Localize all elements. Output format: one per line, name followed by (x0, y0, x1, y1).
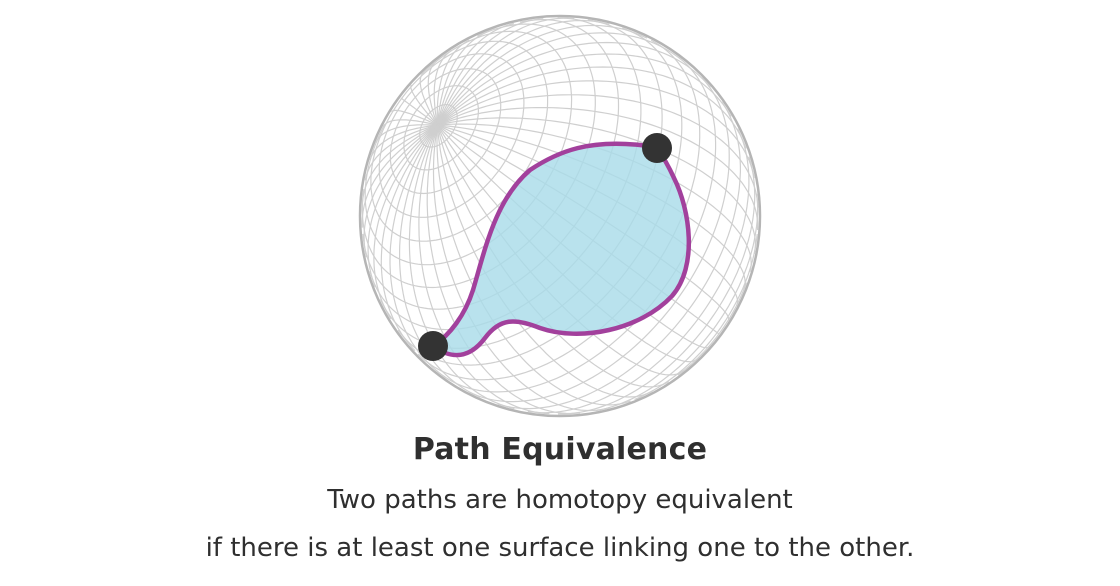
sphere-grid-line (437, 80, 755, 179)
path-b (430, 145, 691, 358)
sphere-grid-line (361, 189, 391, 276)
sphere-grid-line (408, 124, 515, 410)
sphere-grid-line (437, 53, 732, 126)
sphere-grid-line (437, 19, 610, 126)
sphere-grid-line (419, 72, 439, 126)
linking-surface (433, 143, 689, 356)
sphere-grid-line (410, 84, 439, 126)
sphere-grid-line (437, 30, 490, 126)
sphere-grid-line (436, 125, 631, 406)
path-start-endpoint (418, 331, 448, 361)
path-end-endpoint (642, 133, 672, 163)
sphere-grid-line (427, 60, 439, 126)
sphere-grid-line (367, 124, 438, 288)
sphere-grid-line (437, 32, 682, 126)
sphere-grid-line (437, 125, 653, 398)
sphere-outline (358, 14, 762, 418)
sphere-grid-line (380, 124, 439, 352)
sphere-grid-line (437, 18, 544, 126)
figure-title: Path Equivalence (412, 432, 708, 467)
sphere-grid-line (369, 124, 438, 161)
sphere-grid-line (437, 106, 759, 231)
sphere-grid-line (373, 124, 439, 320)
sphere-grid-line (364, 124, 438, 181)
sphere-grid-line (389, 124, 446, 378)
sphere-grid-line (375, 124, 438, 143)
sphere-grid-line (400, 97, 438, 126)
sphere-grid-line (389, 30, 573, 266)
sphere-grid-line (363, 124, 438, 258)
sphere-grid-line (382, 119, 438, 127)
description-line-2: if there is at least one surface linking… (205, 533, 915, 563)
homotopy-sphere-figure (358, 14, 762, 418)
sphere-grid-line (433, 50, 452, 126)
sphere-grid-line (436, 39, 470, 126)
sphere-grid-line (361, 124, 438, 228)
sphere-grid-line (361, 124, 438, 203)
sphere-grid-line (399, 124, 481, 398)
sphere-grid-line (437, 66, 747, 149)
description-line-1: Two paths are homotopy equivalent (327, 485, 793, 515)
sphere-grid-line (437, 22, 514, 126)
sphere-grid-line (437, 41, 711, 126)
sphere-grid-line (437, 94, 759, 208)
sphere-grid-line (418, 124, 550, 415)
sphere-grid-line (437, 24, 648, 126)
sphere-grid-line (391, 109, 438, 126)
sphere-grid-line (437, 17, 575, 126)
